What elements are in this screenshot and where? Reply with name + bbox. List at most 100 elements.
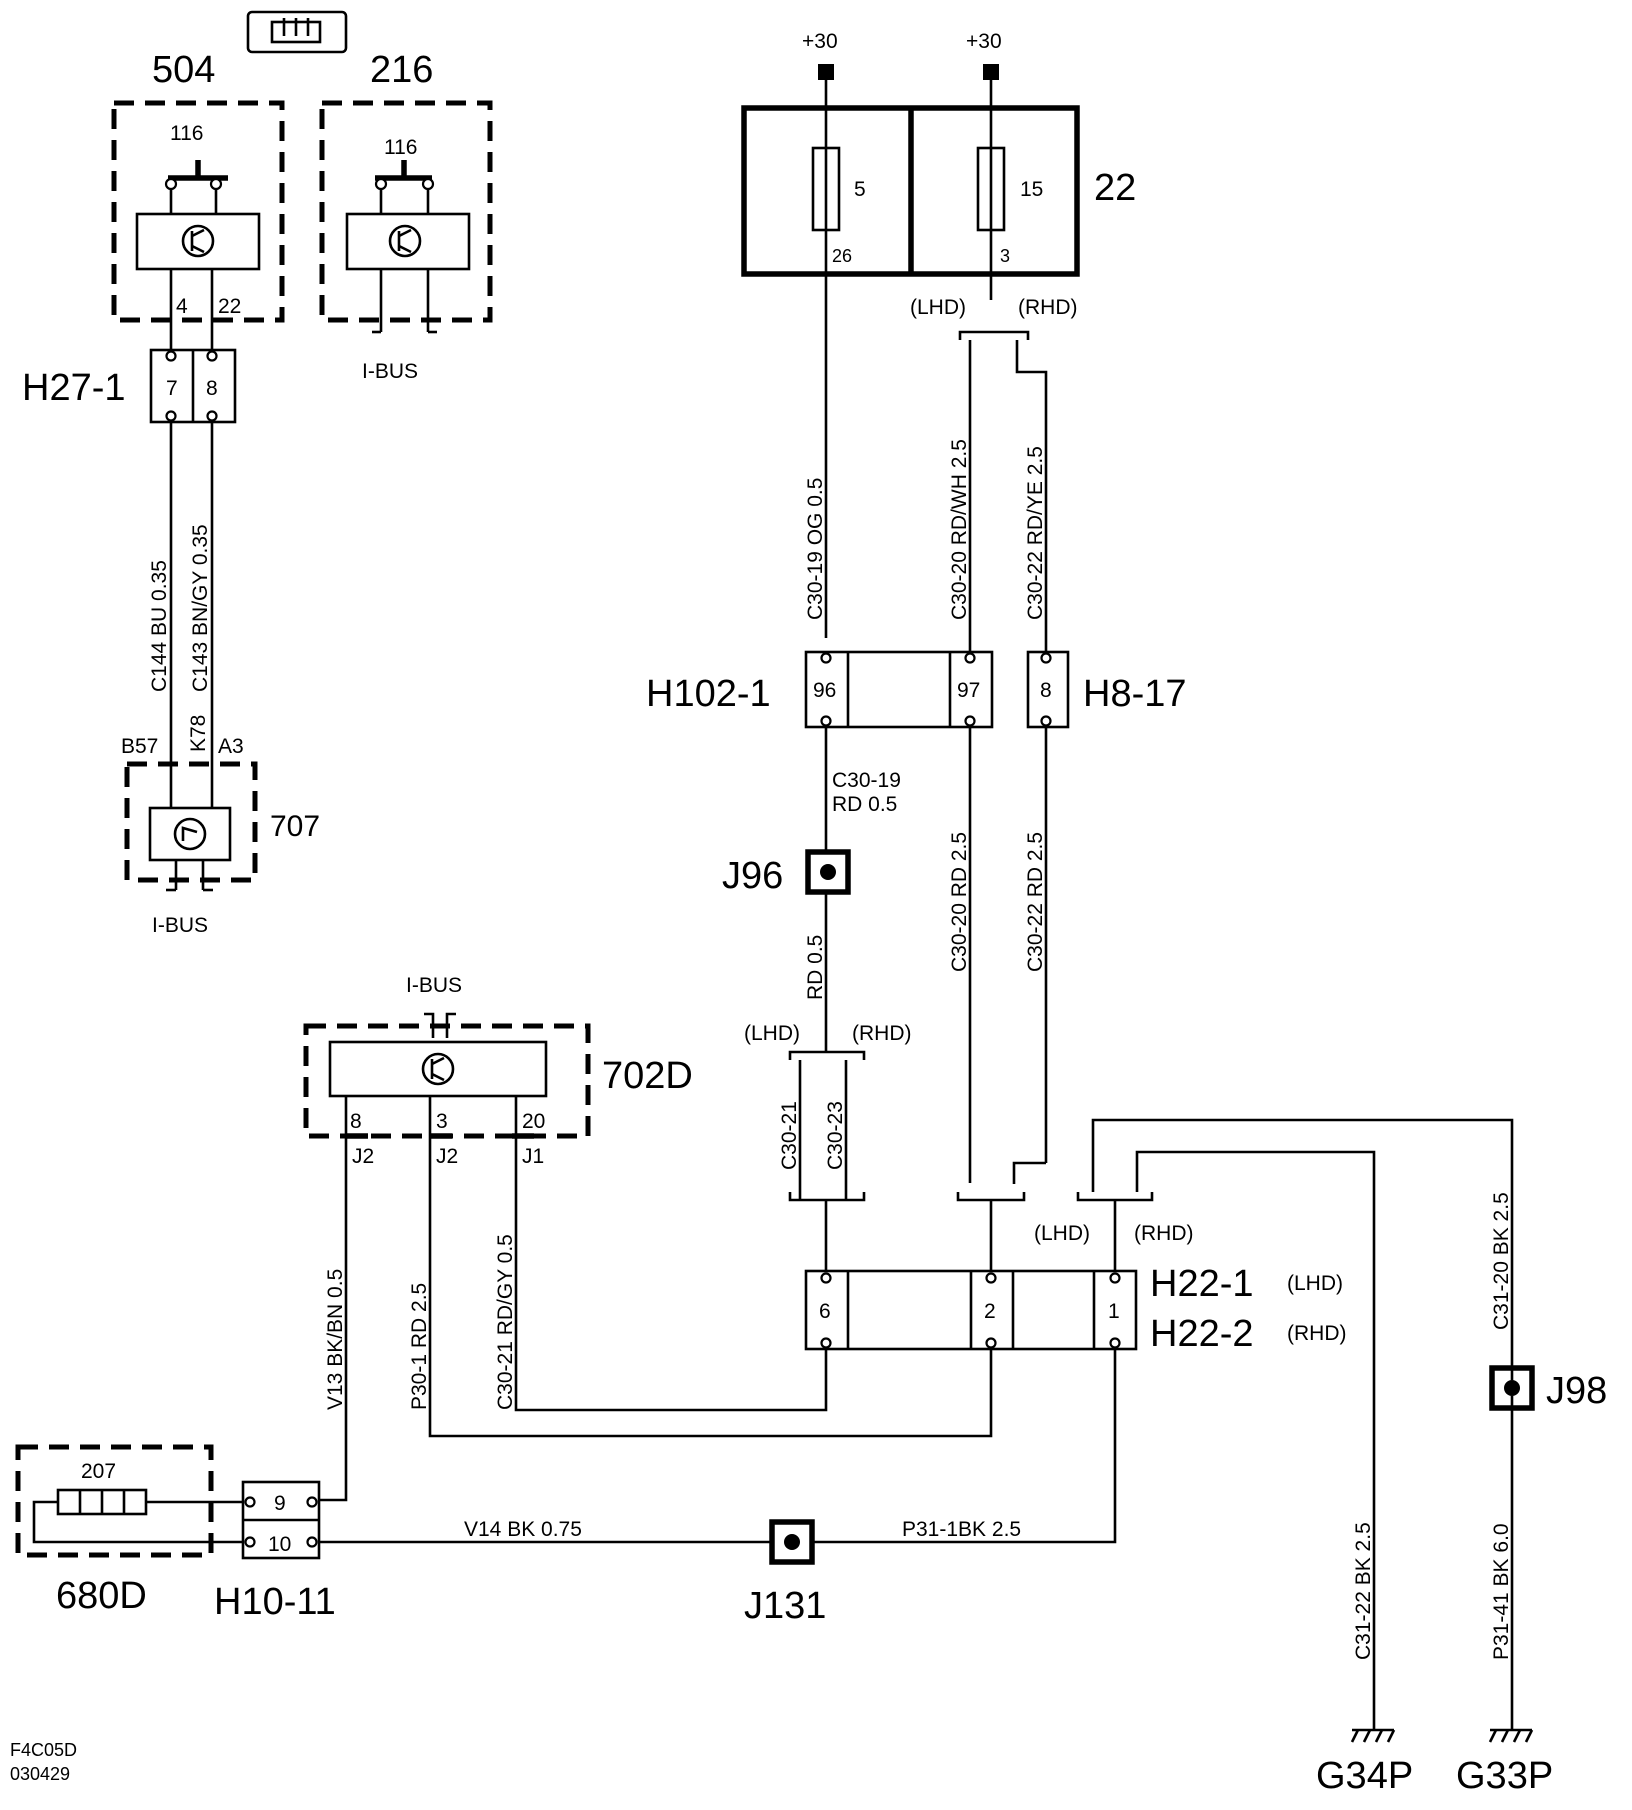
junction-j96-label: J96: [722, 855, 783, 897]
ground-g34p-label: G34P: [1316, 1755, 1413, 1797]
wire-c31-20: C31-20 BK 2.5: [1490, 1192, 1513, 1330]
pin-h10-10: 10: [268, 1533, 291, 1556]
connector-h22-2-label: H22-2: [1150, 1313, 1254, 1355]
component-504-outline: [111, 100, 285, 323]
supply-plus30-b: +30: [966, 30, 1002, 53]
component-680d-label: 680D: [56, 1575, 147, 1617]
pin-707-k78: K78: [187, 715, 210, 752]
pin-702d-j2-b: J2: [436, 1145, 458, 1168]
sensor-icon: [173, 817, 207, 851]
component-216-label: 216: [370, 49, 433, 91]
switch-116-label-a: 116: [170, 122, 203, 145]
wire-c30-22-top: C30-22 RD/YE 2.5: [1024, 446, 1047, 620]
wire-v14: V14 BK 0.75: [464, 1518, 582, 1541]
terminal-a: [818, 64, 834, 80]
ground-icon: [1488, 1728, 1534, 1743]
junction-j96: [805, 849, 851, 895]
switch-116-a: [164, 160, 228, 214]
ibus-label-702d: I-BUS: [406, 974, 462, 997]
pin-702d-j1: J1: [522, 1145, 544, 1168]
switch-116-b: [374, 160, 435, 214]
wire-c30-19-top: C30-19 OG 0.5: [804, 478, 827, 620]
pin-702d-8: 8: [350, 1110, 362, 1133]
pin-h27-8: 8: [206, 377, 218, 400]
connector-h8-17-label: H8-17: [1083, 673, 1187, 715]
fuse-pin-26: 26: [832, 246, 852, 266]
fuse-pin-3: 3: [1000, 246, 1010, 266]
connector-h27-1-label: H27-1: [22, 367, 126, 409]
component-216-outline: [319, 100, 493, 323]
transistor-icon: [181, 224, 215, 258]
junction-j98: [1489, 1365, 1535, 1411]
pin-h102-96: 96: [813, 679, 836, 702]
ibus-label-707: I-BUS: [152, 914, 208, 937]
connector-h102-1-label: H102-1: [646, 673, 771, 715]
connector-h102-1: [804, 650, 994, 729]
pin-702d-j2-a: J2: [352, 1145, 374, 1168]
rhd-note-2: (RHD): [852, 1022, 911, 1045]
ground-g33p-label: G33P: [1456, 1755, 1553, 1797]
wire-c30-22-mid: C30-22 RD 2.5: [1024, 832, 1047, 972]
transistor-icon: [421, 1052, 455, 1086]
bus-connector-icon: [246, 10, 348, 54]
wire-c30-21: C30-21: [778, 1101, 801, 1170]
pin-h8-8: 8: [1040, 679, 1052, 702]
wire-c30-21-rdgy: C30-21 RD/GY 0.5: [494, 1234, 517, 1410]
h22-2-rhd-note: (RHD): [1287, 1322, 1346, 1345]
wire-c30-19-mid-line1: C30-19: [832, 769, 901, 792]
wire-p30-1: P30-1 RD 2.5: [408, 1283, 431, 1410]
wire-c30-20-mid: C30-20 RD 2.5: [948, 832, 971, 972]
pin-504-22: 22: [218, 295, 241, 318]
component-216-body: [345, 212, 471, 271]
ground-icon: [1350, 1728, 1396, 1743]
diagram-date: 030429: [10, 1764, 70, 1784]
component-702d-body: [328, 1040, 548, 1098]
pin-702d-3: 3: [436, 1110, 448, 1133]
ibus-label-216: I-BUS: [362, 360, 418, 383]
transistor-icon: [388, 224, 422, 258]
connector-h22-1-label: H22-1: [1150, 1263, 1254, 1305]
pin-707-b57: B57: [121, 735, 158, 758]
junction-j98-label: J98: [1546, 1370, 1607, 1412]
component-707-label: 707: [270, 810, 320, 843]
component-707-body: [148, 806, 232, 862]
pin-h102-97: 97: [957, 679, 980, 702]
lhd-note-2: (LHD): [744, 1022, 800, 1045]
switch-116-label-b: 116: [384, 136, 417, 159]
h22-1-lhd-note: (LHD): [1287, 1272, 1343, 1295]
diagram-code: F4C05D: [10, 1740, 77, 1760]
connector-h10-11-label: H10-11: [214, 1581, 336, 1623]
wire-c31-22: C31-22 BK 2.5: [1352, 1522, 1375, 1660]
pin-707-a3: A3: [218, 735, 244, 758]
fuse-15-label: 15: [1020, 178, 1043, 201]
connector-h8-17: [1026, 650, 1070, 729]
wire-c30-19-mid-line2: RD 0.5: [832, 793, 897, 816]
wire-v13: V13 BK/BN 0.5: [324, 1269, 347, 1410]
pin-h22-6: 6: [819, 1300, 831, 1323]
pin-h22-1: 1: [1108, 1300, 1120, 1323]
component-702d-label: 702D: [602, 1055, 693, 1097]
terminal-b: [983, 64, 999, 80]
wire-c144: C144 BU 0.35: [148, 560, 171, 692]
pin-h22-2: 2: [984, 1300, 996, 1323]
component-504-label: 504: [152, 49, 215, 91]
wire-p31-41: P31-41 BK 6.0: [1490, 1523, 1513, 1660]
lhd-note-1: (LHD): [910, 296, 966, 319]
wire-c30-23: C30-23: [824, 1101, 847, 1170]
fuse-5-label: 5: [854, 178, 866, 201]
wire-c143: C143 BN/GY 0.35: [189, 524, 212, 692]
component-207-label: 207: [81, 1460, 116, 1483]
pin-702d-20: 20: [522, 1110, 545, 1133]
supply-plus30-a: +30: [802, 30, 838, 53]
pin-504-4: 4: [176, 295, 188, 318]
wire-rd-0-5: RD 0.5: [804, 935, 827, 1000]
wire-c30-20-top: C30-20 RD/WH 2.5: [948, 439, 971, 620]
fusebox-22-label: 22: [1094, 167, 1136, 209]
rhd-note-3: (RHD): [1134, 1222, 1193, 1245]
component-504-body: [135, 212, 261, 271]
junction-j131-label: J131: [744, 1585, 826, 1627]
pin-h27-7: 7: [166, 377, 178, 400]
component-707-outline: [124, 761, 258, 883]
wire-p31-1: P31-1BK 2.5: [902, 1518, 1021, 1541]
